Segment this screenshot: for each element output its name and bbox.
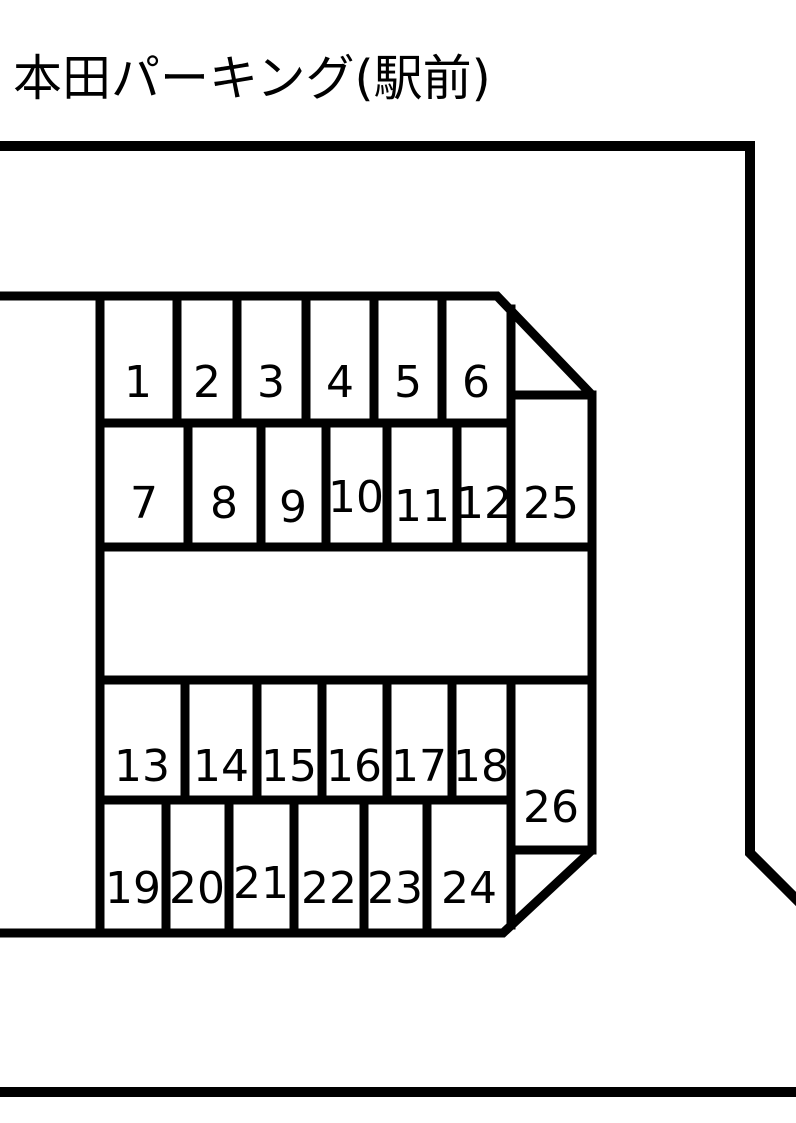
parking-space-21: 21 <box>233 858 289 909</box>
space-number: 2 <box>193 357 221 408</box>
parking-space-4: 4 <box>326 357 354 408</box>
space-number: 25 <box>523 478 579 529</box>
boundary-lines <box>0 141 796 1097</box>
space-number: 16 <box>326 741 382 792</box>
parking-space-19: 19 <box>105 863 161 914</box>
parking-space-10: 10 <box>328 472 384 523</box>
space-number: 6 <box>462 357 490 408</box>
parking-space-16: 16 <box>326 741 382 792</box>
parking-grid-lines <box>95 291 597 938</box>
parking-space-13: 13 <box>114 741 170 792</box>
space-number: 9 <box>279 482 307 533</box>
page-title: 本田パーキング(駅前) <box>13 50 491 107</box>
space-number: 20 <box>169 863 225 914</box>
parking-space-5: 5 <box>394 357 422 408</box>
property-boundary-top-right <box>0 141 796 907</box>
parking-space-9: 9 <box>279 482 307 533</box>
space-number: 10 <box>328 472 384 523</box>
space-number: 4 <box>326 357 354 408</box>
parking-space-11: 11 <box>394 481 450 532</box>
parking-space-12: 12 <box>456 478 512 529</box>
space-number: 3 <box>257 357 285 408</box>
space-number: 13 <box>114 741 170 792</box>
space-number: 26 <box>523 782 579 833</box>
space-number: 15 <box>261 741 317 792</box>
parking-space-2: 2 <box>193 357 221 408</box>
space-number: 5 <box>394 357 422 408</box>
parking-space-20: 20 <box>169 863 225 914</box>
parking-space-3: 3 <box>257 357 285 408</box>
space-number: 18 <box>453 741 509 792</box>
parking-space-8: 8 <box>210 478 238 529</box>
space-number: 21 <box>233 858 289 909</box>
parking-space-26: 26 <box>523 782 579 833</box>
parking-space-18: 18 <box>453 741 509 792</box>
parking-space-15: 15 <box>261 741 317 792</box>
parking-space-23: 23 <box>367 863 423 914</box>
parking-space-14: 14 <box>193 741 249 792</box>
parking-space-25: 25 <box>523 478 579 529</box>
parking-space-7: 7 <box>130 478 158 529</box>
space-number: 8 <box>210 478 238 529</box>
space-number: 22 <box>301 863 357 914</box>
parking-space-6: 6 <box>462 357 490 408</box>
parking-space-1: 1 <box>124 357 152 408</box>
parking-space-17: 17 <box>391 741 447 792</box>
space-number: 23 <box>367 863 423 914</box>
space-number: 14 <box>193 741 249 792</box>
space-number: 7 <box>130 478 158 529</box>
space-number: 11 <box>394 481 450 532</box>
space-number: 17 <box>391 741 447 792</box>
parking-space-24: 24 <box>441 863 497 914</box>
space-number: 12 <box>456 478 512 529</box>
parking-space-22: 22 <box>301 863 357 914</box>
space-number: 1 <box>124 357 152 408</box>
space-number: 19 <box>105 863 161 914</box>
space-number: 24 <box>441 863 497 914</box>
